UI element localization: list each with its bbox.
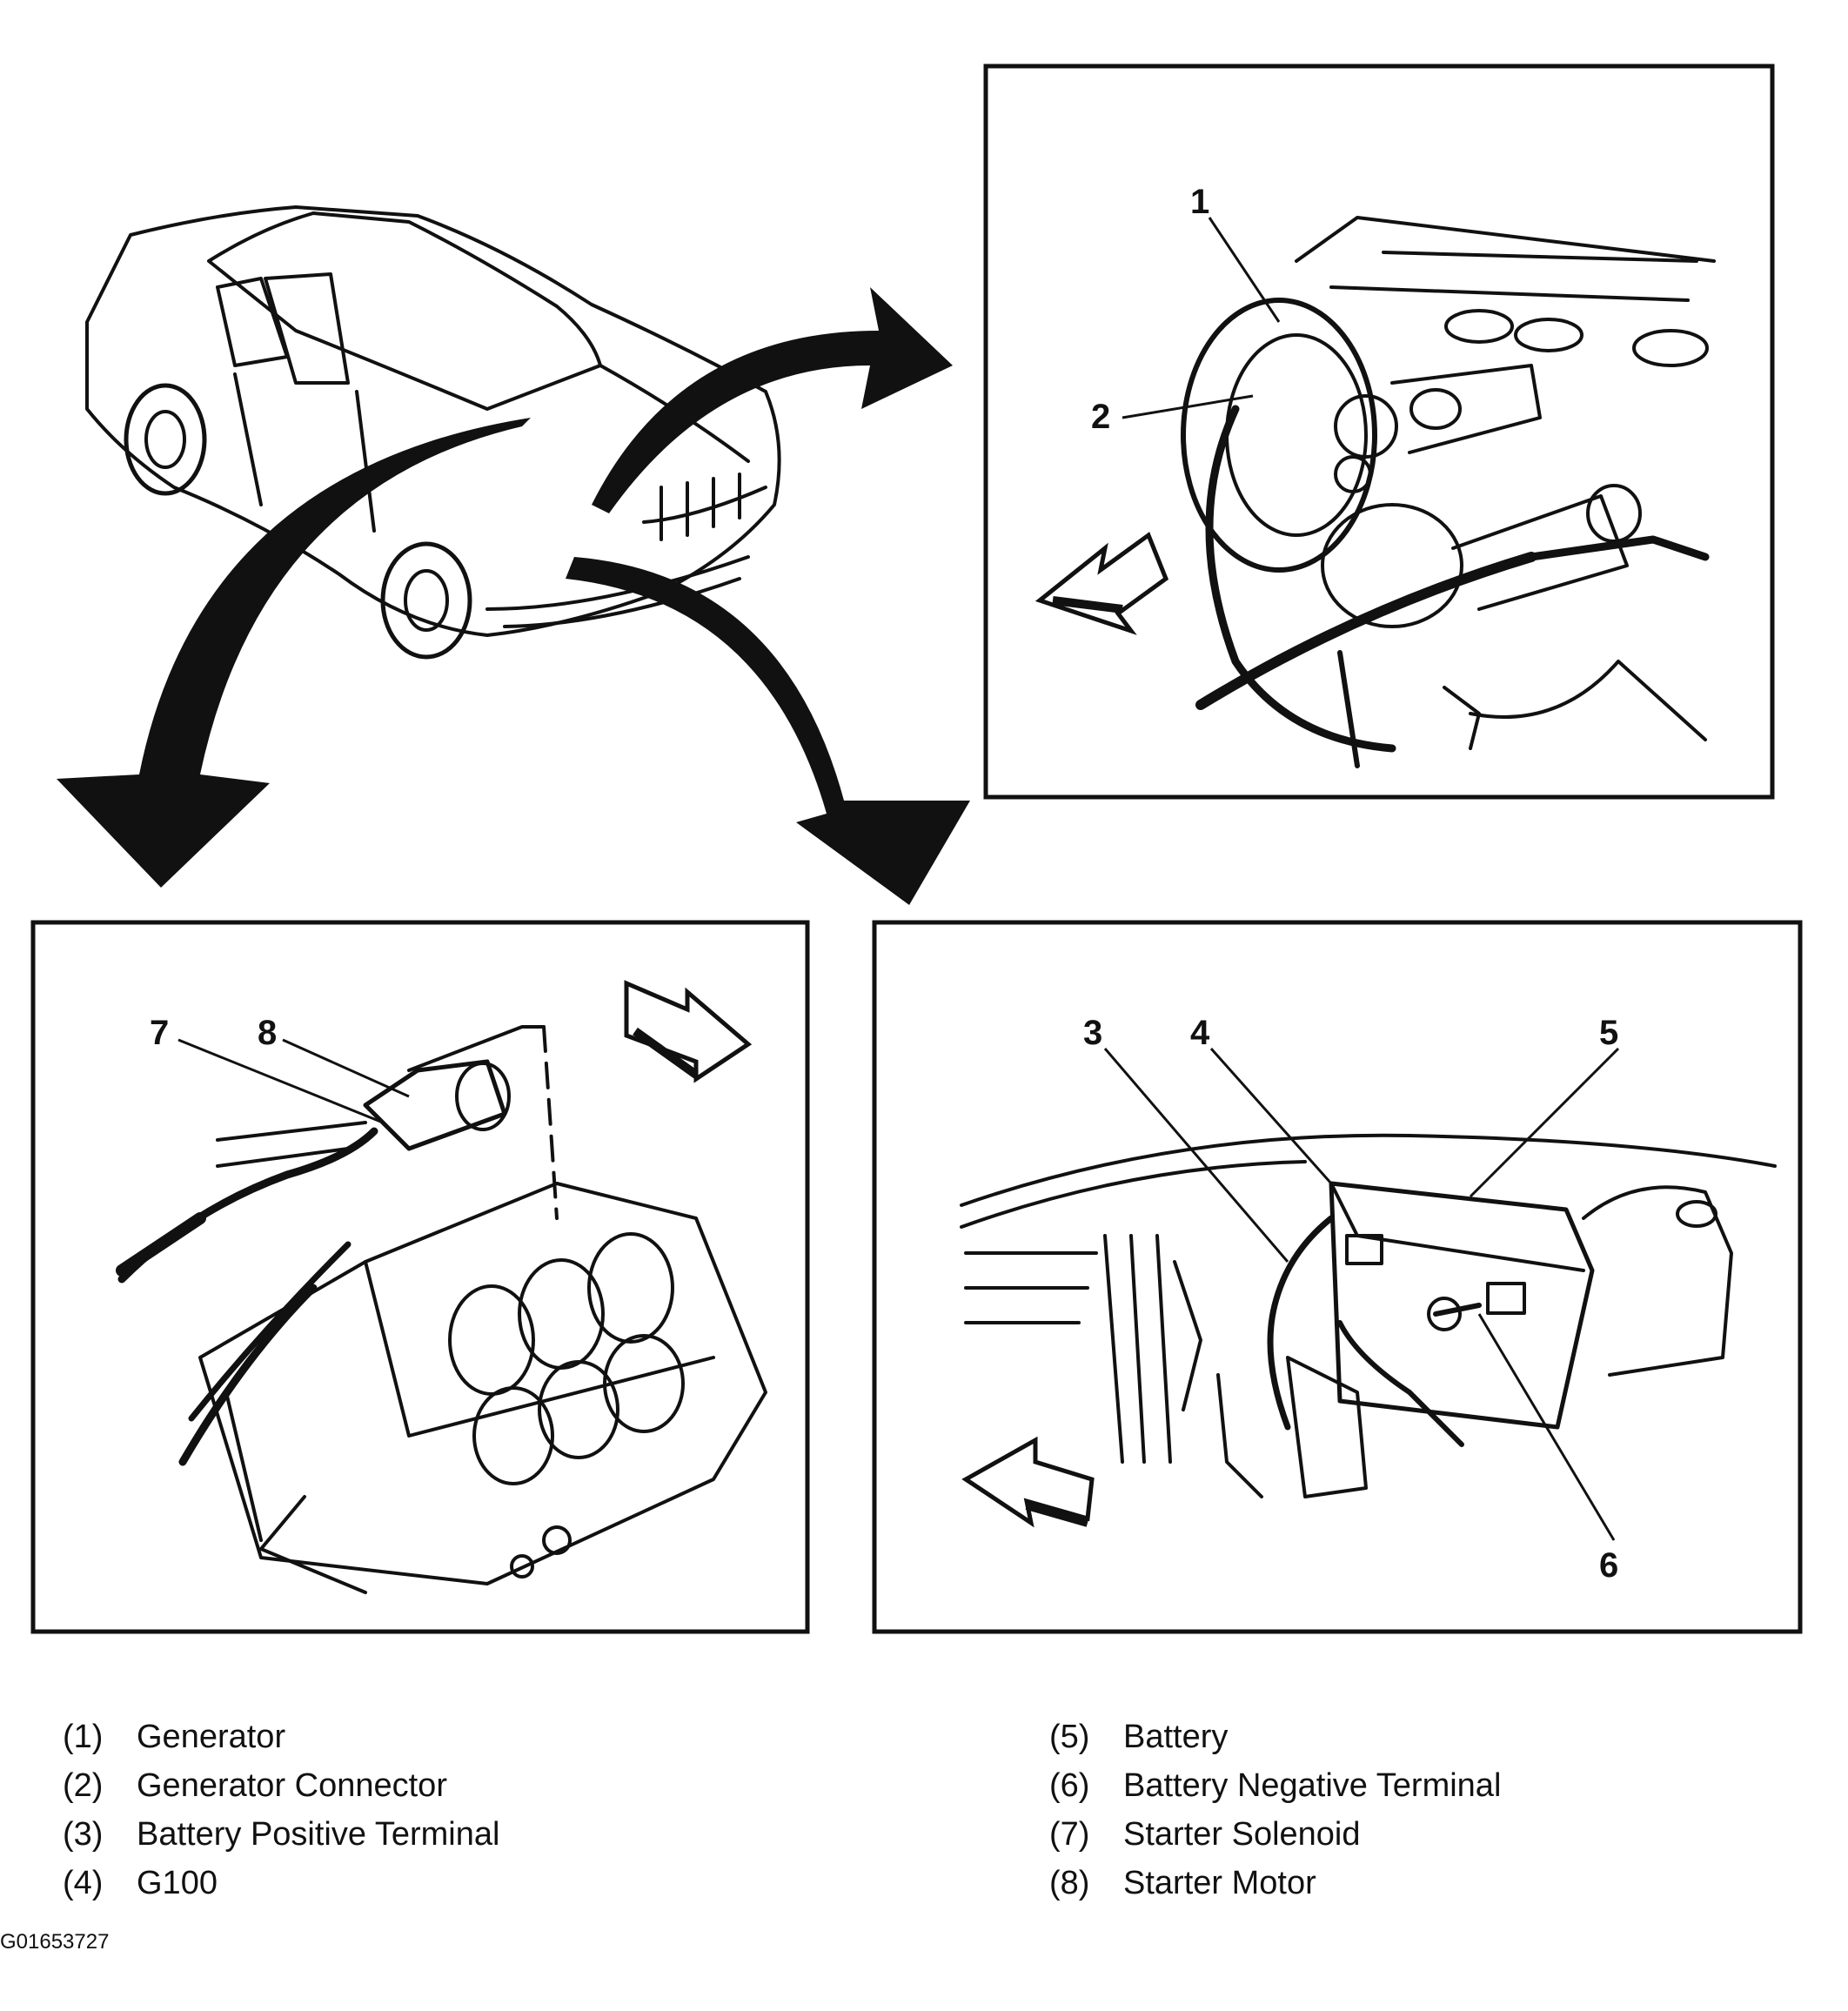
legend-right-column: (5) Battery (6) Battery Negative Termina… <box>1049 1713 1501 1907</box>
callout-5: 5 <box>1599 1014 1618 1052</box>
legend-item-battery-positive-terminal: (3) Battery Positive Terminal <box>63 1810 499 1859</box>
legend-label: Battery Positive Terminal <box>137 1816 500 1853</box>
callout-7: 7 <box>150 1014 169 1052</box>
arrow-to-battery-view <box>566 557 970 905</box>
figure-id: G01653727 <box>0 1930 110 1954</box>
legend-number: (2) <box>63 1767 104 1804</box>
starter-view-panel: 7 8 <box>30 920 810 1634</box>
legend-left-column: (1) Generator (2) Generator Connector (3… <box>63 1713 499 1907</box>
legend-label: Battery <box>1123 1719 1229 1755</box>
legend-number: (6) <box>1049 1767 1090 1804</box>
callout-3: 3 <box>1083 1014 1102 1052</box>
callout-1: 1 <box>1190 183 1209 221</box>
legend-label: G100 <box>137 1865 218 1901</box>
legend-label: Starter Motor <box>1123 1865 1316 1901</box>
legend-item-battery: (5) Battery <box>1049 1713 1501 1761</box>
forward-direction-arrow <box>1034 532 1169 635</box>
legend-number: (4) <box>63 1865 104 1901</box>
callout-8: 8 <box>258 1014 277 1052</box>
pointer-arrows <box>57 287 970 905</box>
legend-number: (1) <box>63 1719 104 1755</box>
legend-label: Battery Negative Terminal <box>1123 1767 1502 1804</box>
forward-direction-arrow <box>624 980 753 1083</box>
forward-direction-arrow <box>961 1436 1095 1528</box>
legend-item-generator-connector: (2) Generator Connector <box>63 1761 499 1810</box>
legend-number: (8) <box>1049 1865 1090 1901</box>
legend-number: (7) <box>1049 1816 1090 1853</box>
legend-item-starter-solenoid: (7) Starter Solenoid <box>1049 1810 1501 1859</box>
callout-4: 4 <box>1190 1014 1210 1052</box>
legend-label: Generator Connector <box>137 1767 447 1804</box>
legend-number: (3) <box>63 1816 104 1853</box>
battery-view-panel: 3 4 5 6 <box>872 920 1803 1634</box>
arrow-to-generator-view <box>592 287 953 513</box>
legend-item-battery-negative-terminal: (6) Battery Negative Terminal <box>1049 1761 1501 1810</box>
legend-number: (5) <box>1049 1719 1090 1755</box>
legend-item-starter-motor: (8) Starter Motor <box>1049 1859 1501 1907</box>
legend-item-generator: (1) Generator <box>63 1713 499 1761</box>
callout-2: 2 <box>1091 398 1110 436</box>
legend-item-g100: (4) G100 <box>63 1859 499 1907</box>
generator-view-panel: 1 2 <box>983 64 1775 800</box>
legend-label: Starter Solenoid <box>1123 1816 1361 1853</box>
arrow-to-starter-view <box>57 418 531 888</box>
legend-label: Generator <box>137 1719 286 1755</box>
callout-6: 6 <box>1599 1546 1618 1585</box>
